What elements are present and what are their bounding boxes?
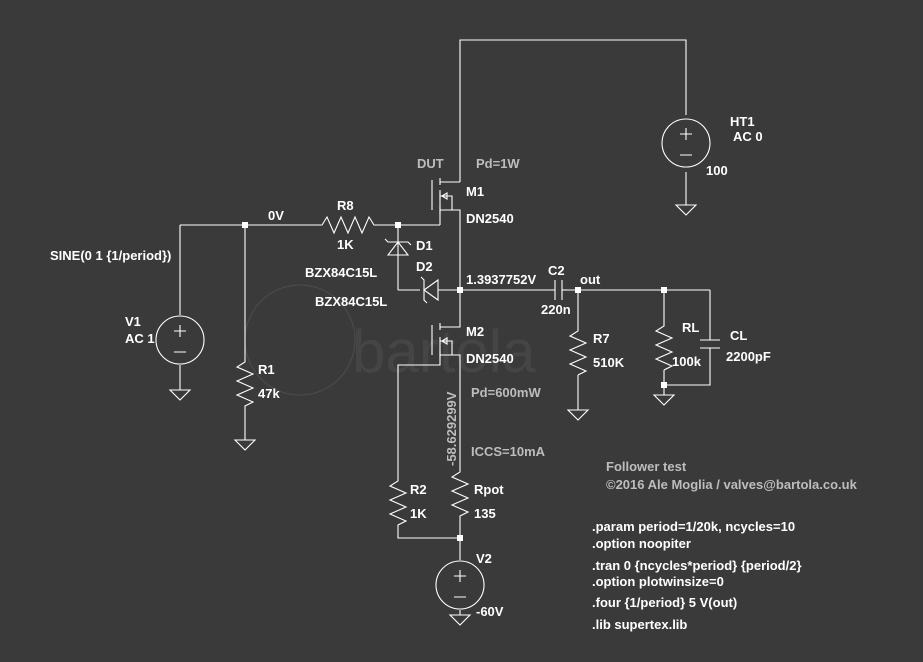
v2-value: -60V bbox=[476, 604, 504, 619]
c2-capacitor bbox=[554, 280, 567, 300]
ht1-dc: 100 bbox=[706, 163, 728, 178]
r2-name: R2 bbox=[410, 482, 427, 497]
v1-source-spec: SINE(0 1 {1/period}) bbox=[50, 248, 171, 263]
c2-name: C2 bbox=[548, 263, 565, 278]
watermark-text: bartola bbox=[352, 318, 536, 385]
r1-value: 47k bbox=[258, 386, 280, 401]
r7-resistor bbox=[568, 325, 588, 376]
source-node-voltage: 1.3937752V bbox=[466, 272, 536, 287]
rl-resistor bbox=[654, 320, 674, 371]
credits-author: ©2016 Ale Moglia / valves@bartola.co.uk bbox=[606, 477, 858, 492]
m1-mosfet bbox=[431, 178, 461, 215]
v1-value: AC 1 bbox=[125, 331, 155, 346]
input-node-voltage: 0V bbox=[268, 208, 284, 223]
directive-tran: .tran 0 {ncycles*period} {period/2} bbox=[592, 558, 802, 573]
ht1-value: AC 0 bbox=[733, 129, 763, 144]
directive-lib: .lib supertex.lib bbox=[592, 617, 687, 632]
v2-name: V2 bbox=[476, 551, 492, 566]
r2-resistor bbox=[388, 475, 408, 528]
ht1-source bbox=[661, 118, 711, 168]
ground-ht1 bbox=[674, 204, 698, 216]
v1-source bbox=[155, 315, 205, 365]
watermark-logo: bartola bbox=[244, 284, 536, 396]
v2-source bbox=[435, 560, 485, 610]
m1-tag: DUT bbox=[417, 156, 444, 171]
rl-name: RL bbox=[682, 320, 699, 335]
r8-resistor bbox=[315, 215, 378, 235]
ground-r1 bbox=[233, 439, 257, 451]
d2-value: BZX84C15L bbox=[315, 294, 387, 309]
iccs-label: ICCS=10mA bbox=[471, 444, 546, 459]
directive-four: .four {1/period} 5 V(out) bbox=[592, 595, 737, 610]
cl-name: CL bbox=[730, 328, 747, 343]
r7-name: R7 bbox=[593, 331, 610, 346]
ground-rl bbox=[652, 394, 676, 406]
v1-name: V1 bbox=[125, 314, 141, 329]
ground-v2 bbox=[448, 614, 472, 626]
d2-name: D2 bbox=[416, 259, 433, 274]
ground-r7 bbox=[566, 409, 590, 421]
m2-pd: Pd=600mW bbox=[471, 385, 541, 400]
d1-name: D1 bbox=[416, 238, 433, 253]
c2-value: 220n bbox=[541, 302, 571, 317]
r8-value: 1K bbox=[337, 237, 354, 252]
m2-value: DN2540 bbox=[466, 351, 514, 366]
rpot-name: Rpot bbox=[474, 482, 504, 497]
credits-title: Follower test bbox=[606, 459, 687, 474]
m2-node-voltage: -58.629299V bbox=[444, 391, 459, 466]
rl-value: 100k bbox=[672, 354, 702, 369]
directive-noopiter: .option noopiter bbox=[592, 536, 691, 551]
m2-name: M2 bbox=[466, 324, 484, 339]
rpot-value: 135 bbox=[474, 506, 496, 521]
cl-value: 2200pF bbox=[726, 349, 771, 364]
r8-name: R8 bbox=[337, 198, 354, 213]
d1-value: BZX84C15L bbox=[305, 265, 377, 280]
r1-name: R1 bbox=[258, 362, 275, 377]
rpot-resistor bbox=[450, 465, 470, 525]
m1-name: M1 bbox=[466, 184, 484, 199]
r2-value: 1K bbox=[410, 506, 427, 521]
ht1-name: HT1 bbox=[730, 114, 755, 129]
directive-plotwinsize: .option plotwinsize=0 bbox=[592, 574, 724, 589]
m1-value: DN2540 bbox=[466, 211, 514, 226]
r1-resistor bbox=[235, 355, 255, 410]
m1-pd: Pd=1W bbox=[476, 156, 520, 171]
directive-param: .param period=1/20k, ncycles=10 bbox=[592, 519, 795, 534]
ground-v1 bbox=[168, 389, 192, 401]
cl-capacitor bbox=[700, 339, 720, 349]
m2-mosfet bbox=[431, 323, 461, 360]
r7-value: 510K bbox=[593, 355, 625, 370]
out-label: out bbox=[580, 272, 601, 287]
d1-zener bbox=[384, 238, 412, 256]
d2-zener bbox=[420, 276, 460, 304]
